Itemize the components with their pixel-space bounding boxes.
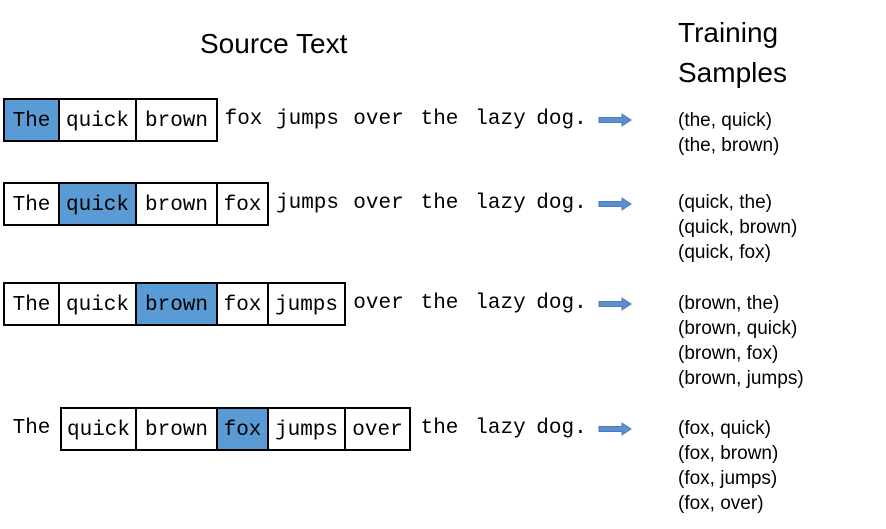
training-samples-list: (quick, the) (quick, brown) (quick, fox) xyxy=(678,190,797,265)
training-sample: (quick, fox) xyxy=(678,242,771,263)
training-sample: (brown, jumps) xyxy=(678,368,804,389)
training-sample: (quick, the) xyxy=(678,192,772,213)
training-samples-list: (the, quick) (the, brown) xyxy=(678,108,779,158)
context-word: quick xyxy=(60,98,137,142)
sentence-word: the xyxy=(420,108,459,131)
sentence-word: lazy xyxy=(475,192,526,215)
target-word: quick xyxy=(60,182,137,226)
sentence-word: dog. xyxy=(536,108,587,131)
right-arrow-icon xyxy=(598,197,632,211)
training-sample: (brown, fox) xyxy=(678,343,779,364)
training-sample: (quick, brown) xyxy=(678,217,798,238)
sentence-word: fox xyxy=(224,108,263,131)
context-word: fox xyxy=(218,282,269,326)
sentence-word: over xyxy=(353,292,404,315)
target-word: brown xyxy=(137,282,218,326)
training-sample: (fox, quick) xyxy=(678,418,771,439)
sentence-word: dog. xyxy=(536,292,587,315)
sentence-word: jumps xyxy=(275,108,339,131)
sentence-word: dog. xyxy=(536,417,587,440)
context-word: jumps xyxy=(269,407,346,451)
sentence-word: lazy xyxy=(475,292,526,315)
right-arrow-icon xyxy=(598,297,632,311)
sentence-word: over xyxy=(353,192,404,215)
context-word: brown xyxy=(137,407,218,451)
sentence-word: jumps xyxy=(275,192,339,215)
training-sample: (brown, quick) xyxy=(678,318,798,339)
sentence-word: the xyxy=(420,292,459,315)
context-word: jumps xyxy=(269,282,346,326)
sentence-word: the xyxy=(420,192,459,215)
training-sample: (fox, over) xyxy=(678,493,764,514)
training-samples-list: (brown, the) (brown, quick) (brown, fox) (b… xyxy=(678,291,804,391)
sentence-word: over xyxy=(353,108,404,131)
training-sample: (fox, brown) xyxy=(678,443,779,464)
sentence-word: lazy xyxy=(475,108,526,131)
training-samples-list: (fox, quick) (fox, brown) (fox, jumps) (fox… xyxy=(678,416,778,516)
training-samples-heading: Training Samples xyxy=(678,13,787,93)
sentence-word: dog. xyxy=(536,192,587,215)
context-word: quick xyxy=(60,282,137,326)
right-arrow-icon xyxy=(598,422,632,436)
context-word: quick xyxy=(60,407,137,451)
sentence-word: The xyxy=(12,417,51,440)
source-text-heading: Source Text xyxy=(200,28,348,59)
training-sample: (the, quick) xyxy=(678,110,772,131)
context-word: over xyxy=(346,407,411,451)
target-word: fox xyxy=(218,407,269,451)
sentence-word: lazy xyxy=(475,417,526,440)
context-word: fox xyxy=(218,182,269,226)
training-heading-line-2: Samples xyxy=(678,57,787,88)
training-sample: (brown, the) xyxy=(678,293,780,314)
right-arrow-icon xyxy=(598,113,632,127)
context-word: The xyxy=(3,182,60,226)
training-heading-line-1: Training xyxy=(678,17,779,48)
training-sample: (the, brown) xyxy=(678,135,780,156)
context-word: brown xyxy=(137,98,218,142)
sentence-word: the xyxy=(420,417,459,440)
target-word: The xyxy=(3,98,60,142)
context-word: The xyxy=(3,282,60,326)
context-word: brown xyxy=(137,182,218,226)
training-sample: (fox, jumps) xyxy=(678,468,778,489)
